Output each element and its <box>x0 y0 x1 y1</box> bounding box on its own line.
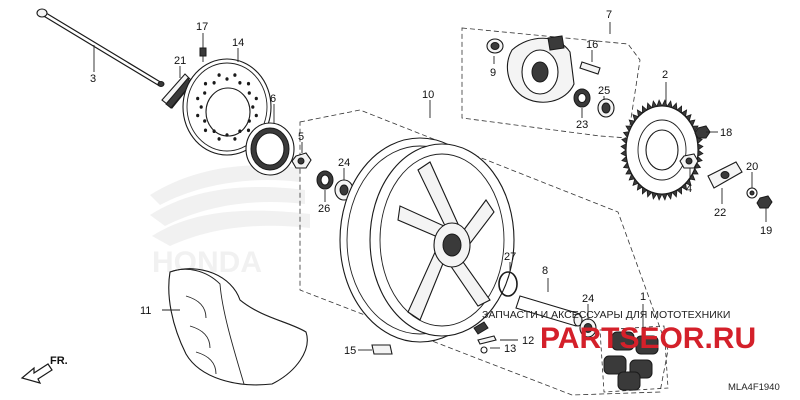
watermark: ЗАПЧАСТИ И АКСЕССУАРЫ ДЛЯ МОТОТЕХНИКИ PA… <box>482 309 756 355</box>
part-bearing-26[interactable] <box>316 170 334 190</box>
label-12: 12 <box>522 335 534 347</box>
label-4: 4 <box>686 183 692 195</box>
label-11: 11 <box>140 305 151 317</box>
label-26: 26 <box>318 203 330 215</box>
part-seal-ring[interactable] <box>245 122 295 176</box>
label-22: 22 <box>714 207 726 219</box>
label-5: 5 <box>298 131 304 143</box>
part-stud[interactable] <box>579 61 601 75</box>
label-24-upper: 24 <box>338 157 350 169</box>
label-9: 9 <box>490 67 496 79</box>
front-label: FR. <box>50 355 68 367</box>
label-7: 7 <box>606 9 612 21</box>
part-bearing-24-lower[interactable] <box>579 318 597 338</box>
part-adjuster-plate[interactable] <box>707 161 743 189</box>
front-arrow-icon <box>20 363 53 384</box>
part-driven-flange[interactable] <box>506 35 575 103</box>
label-20: 20 <box>746 161 758 173</box>
part-distance-collar[interactable] <box>515 295 583 327</box>
label-18: 18 <box>720 127 732 139</box>
watermark-brand: PARTSEOR.RU <box>540 322 756 355</box>
front-direction-indicator: FR. <box>20 355 68 384</box>
label-10: 10 <box>422 89 434 101</box>
label-21: 21 <box>174 55 186 67</box>
part-wheel-rim[interactable] <box>339 137 515 343</box>
part-flange-bearing-9[interactable] <box>486 38 504 54</box>
leader-lines <box>93 22 767 351</box>
label-1: 1 <box>640 291 646 303</box>
part-bearing-23[interactable] <box>573 88 591 108</box>
label-19: 19 <box>760 225 772 237</box>
label-2: 2 <box>662 69 668 81</box>
part-nut-18[interactable] <box>694 125 711 139</box>
label-23: 23 <box>576 119 588 131</box>
part-tire[interactable] <box>168 268 308 386</box>
label-27: 27 <box>504 251 516 263</box>
label-17: 17 <box>196 21 208 33</box>
part-damper-rubber-set[interactable] <box>599 325 669 393</box>
part-number-labels: 3 17 21 14 6 5 24 26 10 7 9 16 25 23 2 1… <box>90 9 772 357</box>
part-o-ring[interactable] <box>498 271 518 297</box>
part-nut-4[interactable] <box>679 153 699 169</box>
part-axle[interactable] <box>36 8 165 87</box>
label-8: 8 <box>542 265 548 277</box>
part-washer-20[interactable] <box>746 187 758 199</box>
part-seal-25[interactable] <box>597 98 615 118</box>
watermark-caption: ЗАПЧАСТИ И АКСЕССУАРЫ ДЛЯ МОТОТЕХНИКИ <box>482 309 730 321</box>
diagram-code: MLA4F1940 <box>728 382 780 393</box>
label-15: 15 <box>344 345 356 357</box>
label-13: 13 <box>504 343 516 355</box>
part-nut-19[interactable] <box>756 195 773 209</box>
label-6: 6 <box>270 93 276 105</box>
label-3: 3 <box>90 73 96 85</box>
part-balance-weight[interactable] <box>371 344 393 355</box>
part-disc-bolt[interactable] <box>199 47 207 62</box>
watermark-logo: HONDA <box>150 165 310 279</box>
part-sprocket[interactable] <box>620 99 704 201</box>
label-14: 14 <box>232 37 244 49</box>
label-24-lower: 24 <box>582 293 594 305</box>
part-brake-disc[interactable] <box>182 58 272 156</box>
part-nut-5[interactable] <box>291 152 312 169</box>
wheel-assembly-outline <box>299 109 669 396</box>
label-25: 25 <box>598 85 610 97</box>
part-valve-stem[interactable] <box>473 321 497 354</box>
label-16: 16 <box>586 39 598 51</box>
